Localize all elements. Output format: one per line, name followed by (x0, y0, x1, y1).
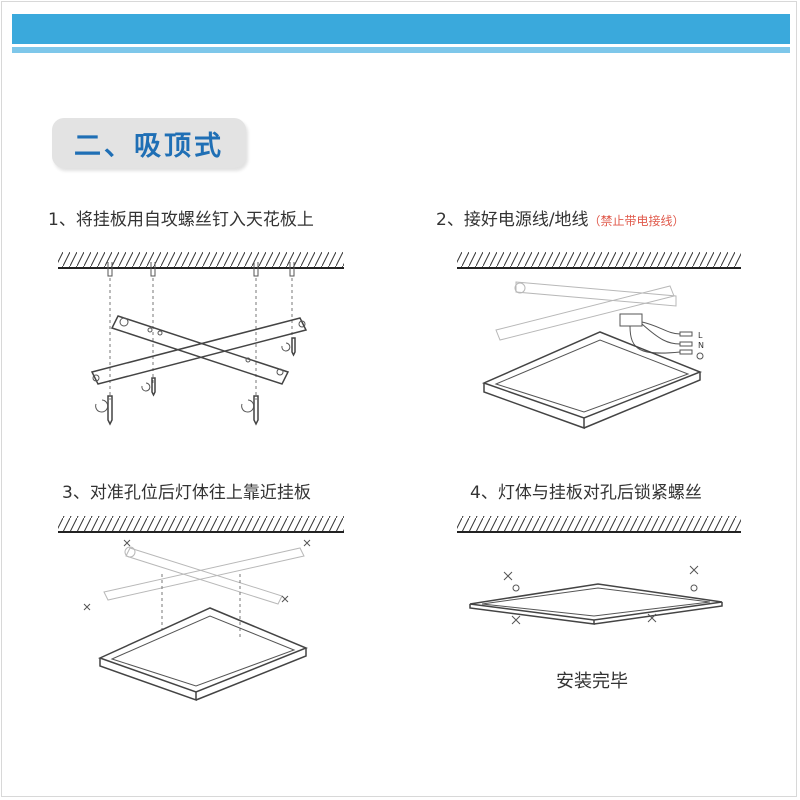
mounting-plate-faded (495, 281, 677, 341)
screw-icon (95, 337, 296, 426)
neutral-label: N (698, 341, 704, 350)
header-stripe (12, 47, 790, 53)
section-title: 二、吸顶式 (52, 118, 246, 168)
mounting-plate-faded (103, 546, 305, 605)
ceiling-1 (58, 252, 344, 269)
step-1-caption: 1、将挂板用自攻螺丝钉入天花板上 (48, 205, 314, 230)
wire-connectors: L N (679, 331, 704, 360)
step-3-label: 3、对准孔位后灯体往上靠近挂板 (62, 483, 311, 503)
step-3-diagram (58, 516, 344, 702)
step-2-caption: 2、接好电源线/地线（禁止带电接线） (436, 205, 685, 230)
driver-box (619, 313, 681, 354)
ceiling-3 (58, 516, 344, 533)
screw-icon (503, 565, 699, 625)
line-label: L (698, 331, 703, 340)
mounting-plate (90, 315, 308, 385)
step-4-caption: 4、灯体与挂板对孔后锁紧螺丝 (470, 478, 702, 503)
alignment-guides (161, 574, 241, 640)
step-1-diagram (58, 252, 344, 426)
alignment-guides (109, 278, 293, 400)
wall-anchor-icon (107, 262, 295, 277)
step-1-label: 1、将挂板用自攻螺丝钉入天花板上 (48, 210, 314, 230)
installation-complete-label: 安装完毕 (556, 671, 628, 692)
ceiling-4 (457, 516, 741, 533)
panel-light-3 (97, 607, 308, 702)
panel-light-2 (481, 331, 703, 430)
screw-icon (83, 539, 311, 611)
panel-light-4 (469, 583, 723, 625)
header-bar (12, 14, 790, 44)
step-3-caption: 3、对准孔位后灯体往上靠近挂板 (62, 478, 311, 503)
step-4-diagram (457, 516, 741, 625)
step-2-warning: （禁止带电接线） (588, 214, 685, 228)
step-4-label: 4、灯体与挂板对孔后锁紧螺丝 (470, 483, 702, 503)
step-2-diagram: L N (457, 252, 741, 430)
ceiling-2 (457, 252, 741, 269)
step-2-label: 2、接好电源线/地线 (436, 210, 589, 230)
